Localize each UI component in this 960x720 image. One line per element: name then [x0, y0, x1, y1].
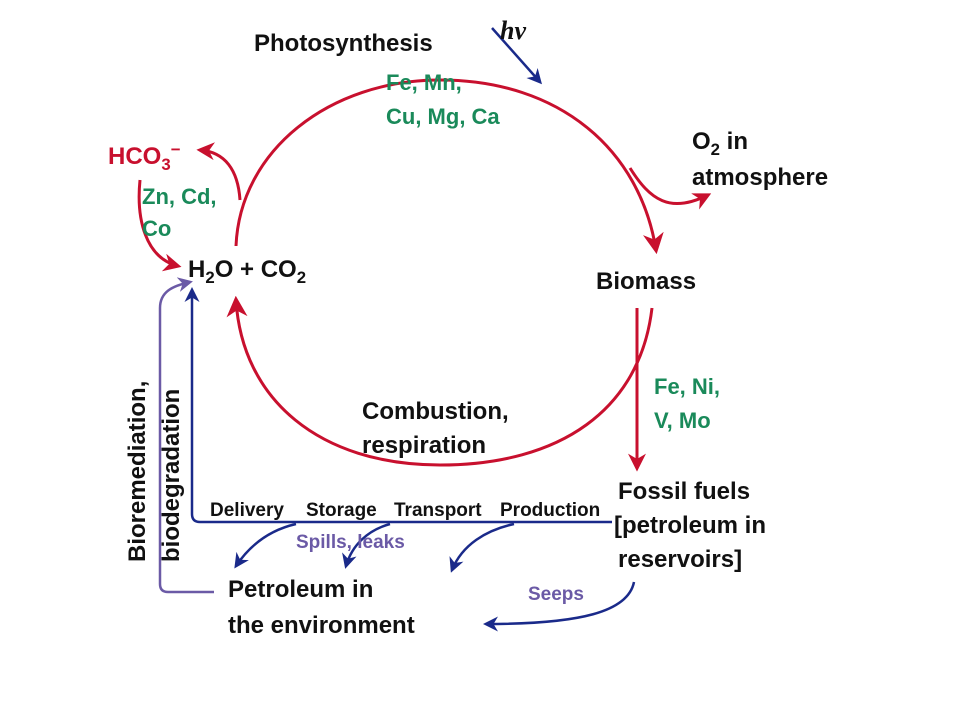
production-label: Production	[500, 500, 601, 521]
delivery-label: Delivery	[210, 500, 284, 521]
seeps-arrow	[483, 581, 636, 632]
bicarbonate-metals-line2: Co	[142, 216, 172, 241]
light-arrow	[491, 27, 542, 85]
production-spill-arrow	[449, 522, 515, 573]
combustion-arc	[226, 295, 654, 467]
transport-label: Transport	[394, 500, 482, 521]
fuel-use-line	[184, 287, 612, 524]
bicarbonate-metals-line1: Zn, Cd,	[142, 184, 217, 209]
fossil-fuels-label-line1: Fossil fuels	[618, 478, 751, 505]
bioremediation-arrow	[158, 277, 214, 594]
bicarbonate-out-arrow	[196, 142, 242, 201]
storage-spill-arrow	[342, 522, 391, 569]
fossil-metals-line2: V, Mo	[654, 408, 711, 433]
seeps-label: Seeps	[528, 584, 584, 605]
spills-leaks-label: Spills, leaks	[296, 532, 405, 553]
light-energy-label: hν	[500, 16, 526, 45]
oxygen-label-line1: O2 in	[692, 128, 749, 159]
bioremediation-label: Bioremediation,	[124, 380, 151, 562]
photosynthesis-arc	[234, 78, 664, 255]
fossil-fuels-label-line3: reservoirs]	[618, 546, 743, 573]
fossil-metals-line1: Fe, Ni,	[654, 374, 721, 399]
bicarbonate-return-arrow	[137, 179, 182, 272]
storage-label: Storage	[306, 500, 377, 521]
photosynthesis-metals-line1: Fe, Mn,	[386, 70, 462, 95]
combustion-label-line2: respiration	[362, 432, 487, 459]
oxygen-branch-arrow	[628, 167, 712, 210]
delivery-spill-arrow	[234, 522, 297, 569]
combustion-label-line1: Combustion,	[362, 398, 509, 425]
photosynthesis-metals-line2: Cu, Mg, Ca	[386, 104, 500, 129]
bicarbonate-label: HCO3−	[108, 140, 181, 175]
biodegradation-label: biodegradation	[158, 388, 185, 562]
photosynthesis-label: Photosynthesis	[254, 30, 433, 57]
water-co2-label: H2O + CO2	[188, 256, 307, 287]
petroleum-environment-line2: the environment	[228, 612, 415, 639]
oxygen-label-line2: atmosphere	[692, 164, 829, 191]
fossil-fuels-label-line2: [petroleum in	[614, 512, 767, 539]
petroleum-environment-line1: Petroleum in	[228, 576, 374, 603]
biomass-label: Biomass	[596, 268, 697, 295]
